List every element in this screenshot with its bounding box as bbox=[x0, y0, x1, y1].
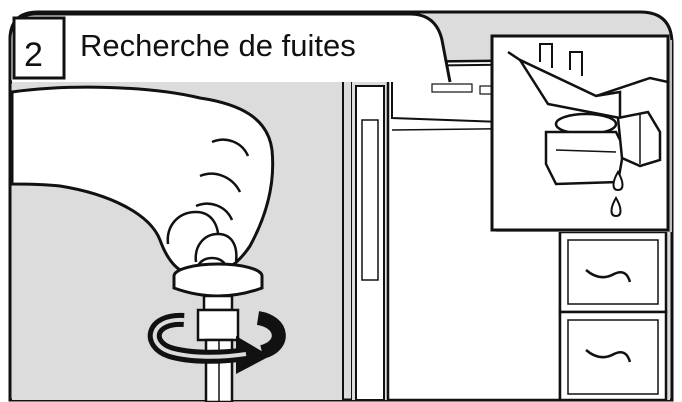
step-title: Recherche de fuites bbox=[80, 28, 356, 63]
cabinet-drawers bbox=[560, 232, 666, 400]
left-panel bbox=[12, 80, 352, 402]
leak-detail-inset bbox=[492, 36, 672, 232]
water-valve-knob bbox=[174, 264, 262, 296]
step-number: 2 bbox=[24, 36, 43, 74]
step-title-tab: 2 Recherche de fuites bbox=[10, 14, 450, 82]
cabinet-left bbox=[356, 86, 384, 400]
